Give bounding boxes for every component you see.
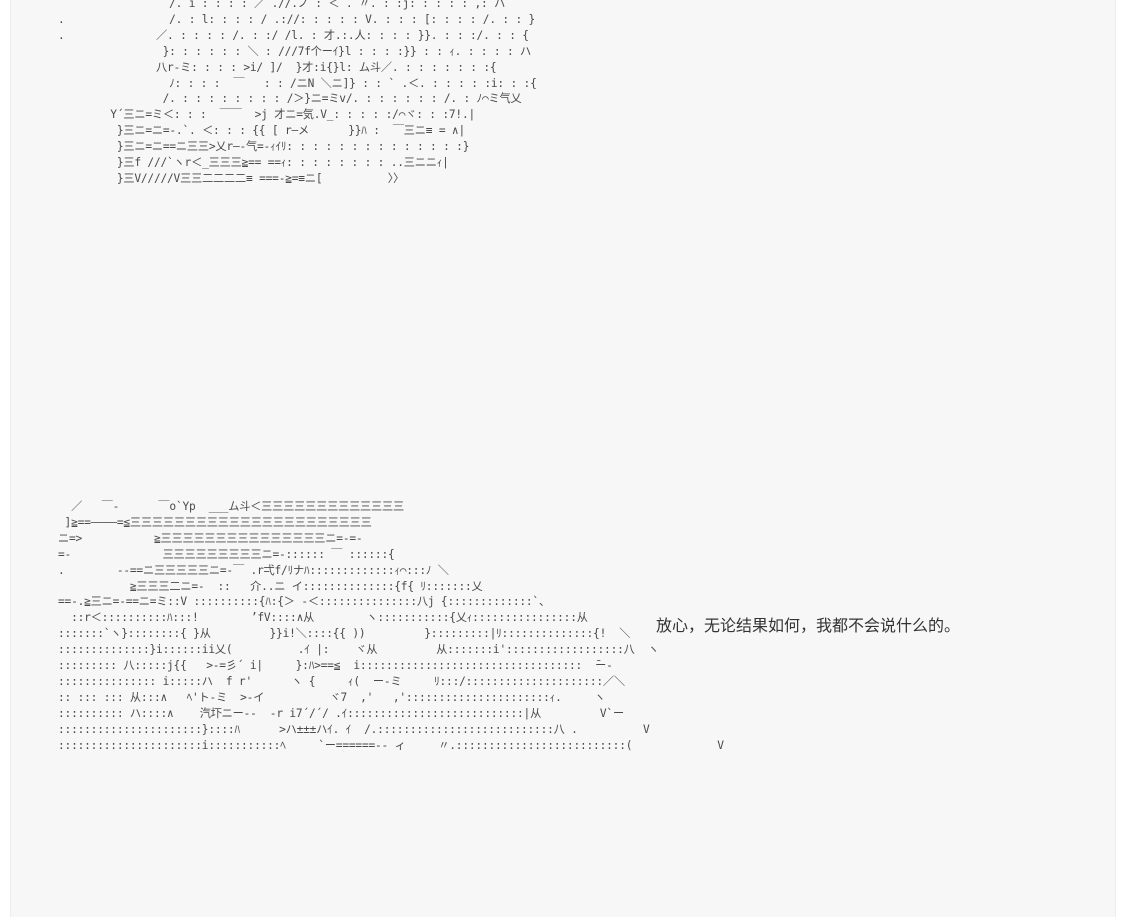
art-top-line: Y´三ニ=ミ＜: : : ￣￣ >j 才ニ=気.V_: : : : :/⌒ヾ: …: [58, 108, 476, 122]
art-bottom-line: ／ ￣- ￣o`Yp ___ム斗＜三三三三三三三三三三三三三: [58, 500, 405, 513]
art-top-line: 八r-ミ: : : : >i/ ]/ }才:i{}l: ム斗／. : : : :…: [58, 60, 497, 74]
art-bottom-line: . --==ニ三三三三三ニ=-￣ .r弌f/ﾘナﾊ:::::::::::::ｨ⌒…: [58, 563, 449, 577]
ascii-art-bottom: ／ ￣- ￣o`Yp ___ム斗＜三三三三三三三三三三三三三 ]≧==――――=…: [58, 499, 724, 754]
dialogue-text: 放心，无论结果如何，我都不会说什么的。: [656, 616, 961, 635]
art-bottom-line: ::::::::: 八:::::j{{ >-=彡´ i| }:ﾊ>==≦ i::…: [58, 659, 613, 673]
art-top-line: . /. : l: : : : / .://: : : : : V. : : :…: [58, 12, 536, 26]
art-top-line: . ／. : : : : /. : :/ /l. : 才.:.人: : : : …: [58, 28, 529, 42]
art-top-line: }三V/////V三三二二二二≡ ===-≧=≡ニ[ 〉〉: [58, 171, 405, 185]
art-bottom-line: :::::::::: ハ::::∧ 汽圷ニー-- -r i7´/´/ .ｲ:::…: [58, 706, 624, 720]
art-top-line: ﾉ: : : : ￣ : : /ニN ＼ニ]} : : ` .＜. : : : …: [58, 76, 537, 90]
art-bottom-line: :::::::`ヽ}::::::::{ }从 }}i!＼::::{{ )) }:…: [58, 627, 631, 641]
art-bottom-line: ::::::::::::::::::::::i:::::::::::ﾍ `ー==…: [58, 738, 724, 752]
page-panel: [10, 0, 1116, 917]
art-top-line: }三ニ=ニ=-.`. ＜: : : {{ [ r―メ }}ﾊ : ￣三ニ≡ = …: [58, 124, 465, 138]
art-bottom-line: ::::::::::::::}i::::::ii乂( .ｲ |: ヾ从 从:::…: [58, 643, 659, 657]
ascii-art-top: /. i : : : : ／ .//.ノ : ＜ . 〃. : :j: : : …: [58, 0, 537, 187]
art-top-line: /. i : : : : ／ .//.ノ : ＜ . 〃. : :j: : : …: [58, 0, 506, 10]
art-bottom-line: ==-.≧三ニ=-==ニ=ミ::V ::::::::::{ﾊ:{＞ -＜::::…: [58, 595, 550, 609]
art-bottom-line: =- 三三三三三三三三三ニ=-:::::: ￣ ::::::{: [58, 547, 395, 561]
art-bottom-line: ::::::::::::::: i:::::ハ f r' ヽ { ｨ( ー-ミ …: [58, 674, 625, 688]
art-top-line: }: : : : : : ＼ : ///7f个ーｲ}l : : : :}} : …: [58, 44, 532, 58]
art-top-line: }三ニ=ニ==ニ三三>乂r―-气=-ｨｲﾘ: : : : : : : : : :…: [58, 140, 470, 154]
art-bottom-line: ニ=> ≧三三三三三三三三三三三三三三三ニ=-=-: [58, 531, 363, 545]
art-bottom-line: ::::::::::::::::::::::}::::ﾊ >ハ±±±ハｲ. ｲ …: [58, 722, 650, 736]
art-bottom-line: ≧三三三二ニ=- :: 介..ニ イ::::::::::::::{f{ ﾘ:::…: [58, 579, 483, 593]
art-top-line: }三f ///`ヽr＜_三三三≧== ==ｨ: : : : : : : : ..…: [58, 156, 449, 170]
art-bottom-line: ]≧==――――=≦三三三三三三三三三三三三三三三三三三三三三三: [58, 515, 372, 529]
art-bottom-line: :: ::: ::: 从:::∧ ﾍ'ト-ミ >-イ ヾ7 ,' ,':::::…: [58, 690, 606, 704]
art-top-line: /. : : : : : : : : /＞}ニ=ミv/. : : : : : :…: [58, 92, 522, 106]
art-bottom-line: ::r＜::::::::::ﾊ:::! ’fV::::∧从 ヽ:::::::::…: [58, 611, 588, 625]
